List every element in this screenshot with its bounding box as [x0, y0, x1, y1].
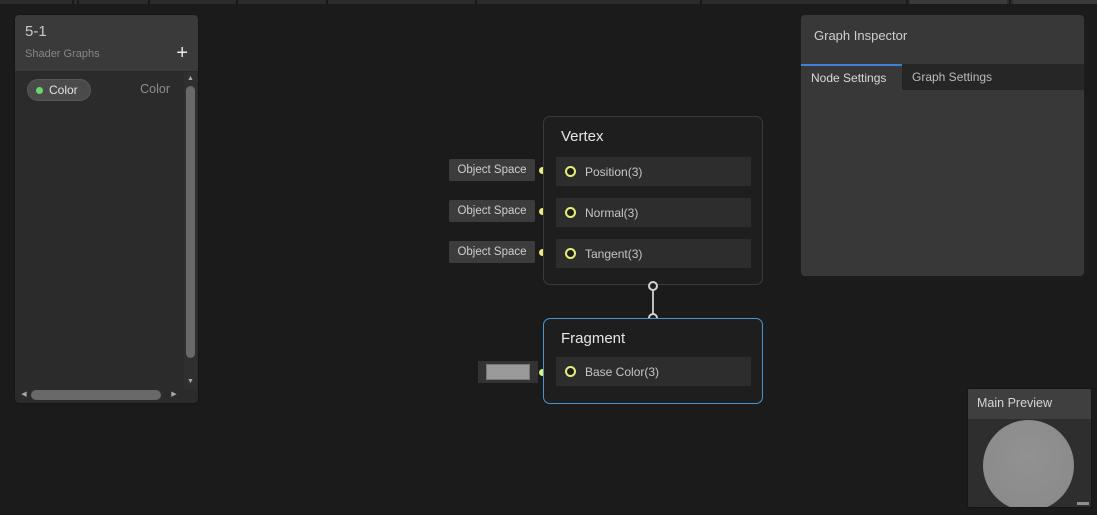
vertex-row-position: Position(3): [556, 157, 751, 186]
preview-resize-grip[interactable]: [1077, 502, 1089, 505]
fragment-context-node[interactable]: Fragment Base Color(3): [543, 318, 763, 404]
vertex-bottom-port[interactable]: [648, 281, 658, 291]
fragment-row-base-color: Base Color(3): [556, 357, 751, 386]
blackboard-subtitle: Shader Graphs: [25, 48, 100, 60]
vertex-row-normal: Normal(3): [556, 198, 751, 227]
position-port-label: Position(3): [585, 164, 643, 179]
blackboard-horizontal-scrollbar[interactable]: ◀ ▶: [16, 389, 182, 401]
blackboard-vertical-scrollbar[interactable]: ▲ ▼: [184, 72, 197, 389]
scroll-up-arrow-icon[interactable]: ▲: [187, 75, 194, 82]
property-type-dot: [36, 86, 43, 94]
tab-graph-settings[interactable]: Graph Settings: [902, 64, 1084, 90]
toolbar-divider: [475, 0, 477, 4]
base-color-wire-dot: [539, 369, 546, 376]
graph-inspector-title: Graph Inspector: [814, 28, 908, 43]
property-type-label: Color: [140, 82, 170, 96]
main-preview-header[interactable]: Main Preview: [968, 389, 1091, 419]
toolbar-divider: [700, 0, 702, 4]
base-color-input-port[interactable]: [565, 366, 576, 377]
blackboard-title: 5-1: [25, 23, 47, 40]
add-property-button[interactable]: +: [176, 42, 188, 64]
blackboard-panel: 5-1 Shader Graphs + Color Color ▲ ▼ ◀ ▶: [14, 14, 199, 404]
property-pill-color[interactable]: Color: [27, 79, 91, 101]
vertical-scroll-thumb[interactable]: [186, 86, 195, 358]
normal-space-label: Object Space: [457, 205, 527, 217]
scroll-left-arrow-icon[interactable]: ◀: [21, 391, 27, 398]
toolbar-divider: [72, 0, 74, 4]
horizontal-scroll-thumb[interactable]: [31, 390, 161, 400]
tab-node-settings[interactable]: Node Settings: [801, 64, 902, 90]
tangent-space-dropdown[interactable]: Object Space: [449, 241, 535, 263]
toolbar-segment: [910, 0, 1007, 4]
toolbar-divider: [906, 0, 908, 4]
property-pill-label: Color: [49, 83, 78, 97]
position-space-label: Object Space: [457, 164, 527, 176]
normal-space-dropdown[interactable]: Object Space: [449, 200, 535, 222]
normal-port-label: Normal(3): [585, 205, 639, 220]
vertex-context-node[interactable]: Vertex Position(3) Normal(3) Tangent(3): [543, 116, 763, 285]
toolbar-divider: [326, 0, 328, 4]
scroll-down-arrow-icon[interactable]: ▼: [187, 378, 194, 385]
position-wire-dot: [539, 167, 546, 174]
main-preview-title: Main Preview: [977, 396, 1053, 410]
tangent-wire-dot: [539, 249, 546, 256]
inspector-tab-bar: Node Settings Graph Settings: [801, 64, 1084, 90]
base-color-field: [478, 361, 538, 383]
normal-input-port[interactable]: [565, 207, 576, 218]
top-toolbar-edge: [0, 0, 1097, 4]
fragment-node-title: Fragment: [561, 330, 626, 347]
toolbar-divider: [77, 0, 79, 4]
toolbar-segment: [1013, 0, 1097, 4]
vertex-fragment-edge[interactable]: [652, 289, 654, 315]
normal-wire-dot: [539, 208, 546, 215]
graph-inspector-panel: Graph Inspector Node Settings Graph Sett…: [800, 14, 1085, 277]
tangent-space-label: Object Space: [457, 246, 527, 258]
base-color-port-label: Base Color(3): [585, 364, 660, 379]
toolbar-divider: [1009, 0, 1011, 4]
vertex-node-title: Vertex: [561, 128, 604, 145]
vertex-row-tangent: Tangent(3): [556, 239, 751, 268]
tangent-port-label: Tangent(3): [585, 246, 643, 261]
toolbar-divider: [236, 0, 238, 4]
preview-sphere[interactable]: [983, 420, 1074, 507]
property-row: Color Color: [15, 79, 182, 103]
base-color-swatch[interactable]: [486, 364, 530, 380]
position-space-dropdown[interactable]: Object Space: [449, 159, 535, 181]
position-input-port[interactable]: [565, 166, 576, 177]
scroll-right-arrow-icon[interactable]: ▶: [171, 391, 177, 398]
main-preview-panel: Main Preview: [967, 388, 1092, 508]
tangent-input-port[interactable]: [565, 248, 576, 259]
toolbar-divider: [148, 0, 150, 4]
blackboard-header[interactable]: 5-1 Shader Graphs +: [15, 15, 198, 71]
